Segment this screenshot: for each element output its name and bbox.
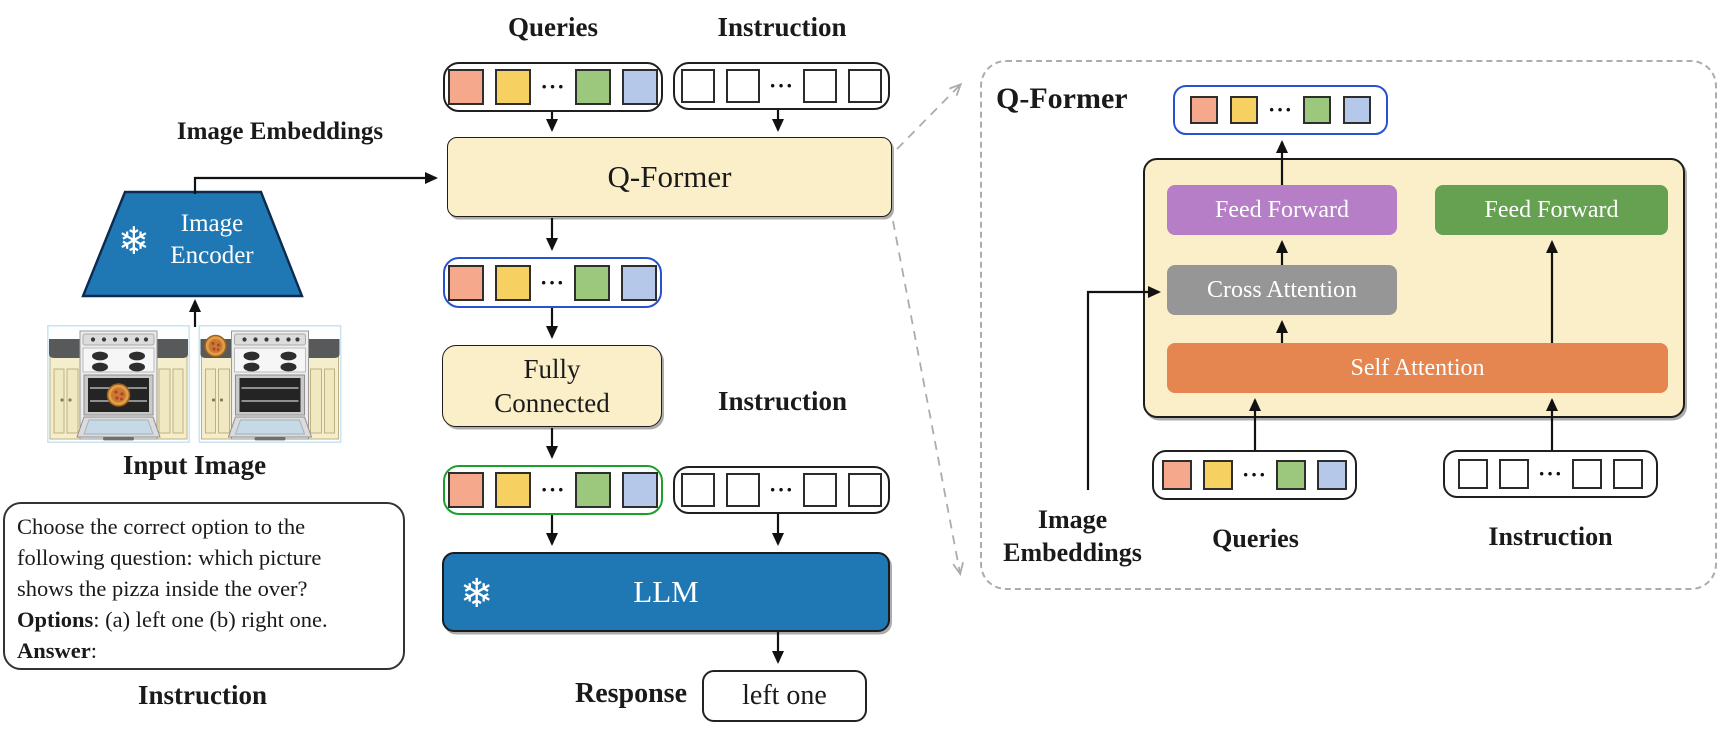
prompt-options-text: : (a) left one (b) right one. [93,607,328,632]
instruction-prompt-box: Choose the correct option to the followi… [3,502,405,670]
query-token-blue [621,69,658,105]
ellipsis: ··· [539,269,565,295]
query-token-salmon [448,472,485,508]
ellipsis: ··· [540,74,566,99]
qformer-panel-title: Q-Former [996,82,1128,115]
query-output-token-box: ··· [443,257,662,308]
instruction-caption: Instruction [137,680,267,710]
fully-connected-box: Fully Connected [442,345,662,427]
query-token-salmon [1189,96,1218,124]
llm-label: LLM [633,574,699,609]
query-token-green [1276,460,1306,490]
queries-label-detail: Queries [1212,524,1299,553]
prompt-line-2: following question: which picture [17,545,322,570]
instruction-token [725,69,760,103]
instruction-token [803,69,837,103]
response-label: Response [574,678,687,709]
instruction-token [1498,459,1529,489]
instruction-token [848,69,882,103]
query-token-yellow [495,69,532,105]
instruction-token [848,473,882,507]
snowflake-icon: ❄ [460,571,494,617]
image-encoder-label-line2: Encoder [170,242,254,269]
feed-forward-right-block: Feed Forward [1435,185,1668,235]
qformer-detail-panel [980,60,1717,590]
pizza-on-counter [204,334,227,358]
instruction-token [680,69,715,103]
instruction-token [803,473,837,507]
query-token-salmon [448,69,485,105]
prompt-answer-label: Answer [17,638,91,663]
prompt-line-1: Choose the correct option to the [17,514,306,539]
instruction-token [725,473,760,507]
instruction-label-mid: Instruction [717,386,847,416]
instruction-token [1457,459,1488,489]
queries-token-box-detail: ··· [1152,450,1357,500]
queries-label-top: Queries [508,12,598,42]
ellipsis: ··· [1267,97,1293,122]
dashed-link-bottom [892,220,960,573]
prompt-options-label: Options [17,607,94,632]
ellipsis: ··· [768,73,794,98]
prompt-answer-text: : [90,638,98,663]
instruction-token [1613,459,1643,489]
queries-token-box: ··· [443,62,663,112]
prompt-line-3: shows the pizza inside the over? [17,576,308,601]
query-token-blue [621,264,657,301]
fully-connected-line2: Connected [494,388,610,418]
cross-attention-block: Cross Attention [1167,265,1397,315]
fully-connected-line1: Fully [523,354,581,384]
llm-box: ❄ LLM [442,552,890,632]
image-embeddings-label-detail: Image Embeddings [1003,505,1142,567]
self-attention-block: Self Attention [1167,343,1668,393]
query-token-green [1303,96,1331,124]
qformer-box: Q-Former [447,137,892,217]
instruction-token [1572,459,1602,489]
input-image-left [47,325,190,443]
ellipsis: ··· [768,477,794,502]
query-token-yellow [495,472,532,508]
query-token-blue [621,472,658,508]
response-value-box: left one [702,670,867,722]
ellipsis: ··· [1241,462,1267,487]
query-token-blue [1317,460,1347,490]
query-token-salmon [447,264,484,301]
image-embeddings-label: Image Embeddings [176,118,384,145]
instruction-token-box-detail: ··· [1443,450,1658,498]
instruction-token-box-top: ··· [673,62,890,110]
image-encoder-box: ❄ Image Encoder [80,190,305,298]
query-token-green [574,264,610,301]
input-image-right [198,325,342,443]
query-token-salmon [1161,460,1192,490]
query-token-yellow [494,264,531,301]
projected-token-box: ··· [443,465,663,515]
ellipsis: ··· [540,477,566,502]
image-encoder-label-line1: Image [180,210,244,237]
query-token-green [574,69,611,105]
query-token-blue [1343,96,1371,124]
instruction-label-top: Instruction [717,12,847,42]
instruction-token-box-mid: ··· [673,466,890,514]
qformer-output-token-box: ··· [1173,85,1388,135]
snowflake-icon: ❄ [118,219,150,263]
feed-forward-left-block: Feed Forward [1167,185,1397,235]
instruction-token [680,473,715,507]
input-image-label: Input Image [122,450,267,480]
instruction-label-detail: Instruction [1488,522,1613,551]
pizza-in-oven [106,383,131,407]
query-token-yellow [1202,460,1233,490]
ellipsis: ··· [1537,461,1563,486]
dashed-link-top [896,85,960,150]
query-token-yellow [1229,96,1258,124]
query-token-green [574,472,611,508]
